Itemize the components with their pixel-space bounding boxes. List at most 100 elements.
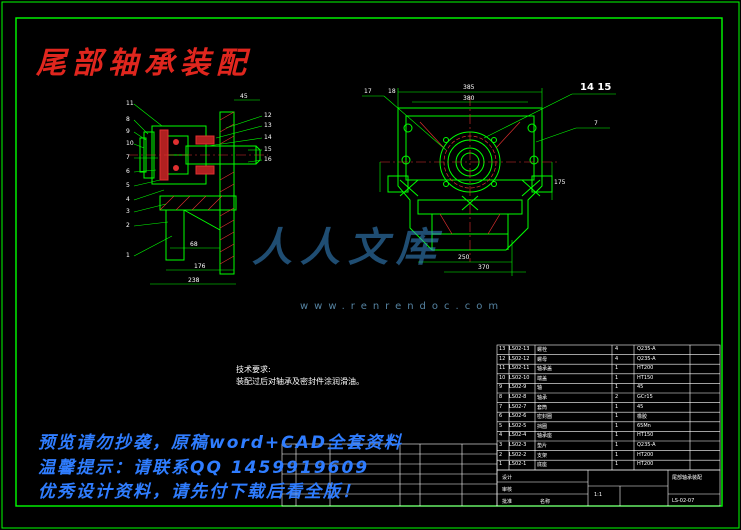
dimension-label: 385: [463, 84, 475, 91]
tb-title: 尾部轴承装配: [672, 475, 703, 481]
watermark-logo: 人人文库: [252, 224, 444, 271]
bom-cell-no: 9: [499, 384, 503, 391]
bom-cell-code: LS02-2: [509, 451, 527, 458]
bom-row: 9 LS02-9 轴 1 45: [497, 383, 720, 393]
dimension-label: 175: [554, 179, 566, 186]
dimension-label: 238: [188, 277, 200, 284]
bom-cell-no: 8: [499, 394, 503, 400]
part-label: 15: [264, 146, 272, 153]
bom-cell-name: 轴承: [537, 395, 548, 401]
notice-line-2: 温馨提示：请联系QQ 1459919609: [38, 458, 370, 478]
bom-cell-no: 11: [499, 365, 506, 372]
balloon-label: 7: [594, 120, 598, 127]
bom-cell-name: 密封圈: [537, 414, 553, 421]
bom-cell-code: LS02-7: [509, 403, 527, 410]
bom-cell-qty: 1: [615, 461, 619, 468]
bom-cell-name: 端盖: [537, 375, 548, 382]
part-label: 10: [126, 140, 134, 147]
bom-cell-qty: 1: [615, 365, 619, 372]
bom-cell-code: LS02-6: [509, 413, 527, 420]
bom-cell-no: 7: [499, 403, 503, 410]
part-label: 11: [126, 100, 134, 107]
bom-cell-no: 4: [499, 432, 503, 439]
bom-cell-material: HT200: [637, 451, 654, 458]
tb-drawing-number: LS-02-07: [672, 498, 695, 504]
bom-row: 1 LS02-1 底座 1 HT200: [497, 460, 720, 470]
part-label: 4: [126, 196, 130, 203]
bom-cell-material: HT200: [637, 365, 654, 372]
bom-cell-qty: 1: [615, 442, 619, 448]
dimension-label: 68: [190, 241, 198, 248]
part-label: 12: [264, 112, 272, 119]
bom-cell-code: LS02-4: [509, 432, 527, 439]
bom-cell-qty: 1: [615, 374, 619, 381]
tb-checker: 审核: [502, 487, 513, 493]
part-label: 16: [264, 156, 272, 163]
bom-cell-qty: 1: [615, 384, 619, 391]
bom-cell-name: 轴承座: [537, 433, 553, 440]
bom-cell-no: 6: [499, 413, 503, 420]
bom-cell-no: 1: [499, 461, 503, 468]
bom-cell-material: Q235-A: [637, 355, 656, 362]
bom-cell-no: 12: [499, 355, 506, 362]
bom-cell-qty: 1: [615, 432, 619, 439]
dimension-label: 176: [194, 263, 206, 270]
dimension-label: 45: [240, 93, 248, 100]
notice-line-1: 预览请勿抄袭，原稿word+CAD全套资料: [38, 433, 403, 453]
tb-approver: 批准: [502, 499, 513, 505]
part-label: 6: [126, 168, 130, 175]
dimension-label: 370: [478, 264, 490, 271]
bom-cell-material: 45: [637, 384, 644, 391]
bom-cell-qty: 1: [615, 403, 619, 410]
bom-cell-qty: 4: [615, 355, 619, 362]
bom-cell-code: LS02-9: [509, 384, 527, 391]
bom-cell-name: 螺母: [537, 356, 548, 363]
part-label: 9: [126, 128, 130, 135]
bom-cell-no: 13: [499, 346, 506, 352]
technical-requirements: 技术要求: 装配过后对轴承及密封件涂润滑油。: [236, 364, 364, 388]
bom-cell-material: 45: [637, 403, 644, 410]
tech-req-heading: 技术要求:: [236, 365, 271, 374]
bom-table-grid: [281, 344, 721, 507]
bom-cell-code: LS02-13: [509, 346, 530, 352]
part-label: 3: [126, 208, 130, 215]
bom-cell-no: 3: [499, 442, 503, 448]
balloon-label: 17: [364, 88, 372, 95]
bom-cell-name: 轴: [537, 385, 543, 392]
tb-name: 名称: [540, 499, 551, 505]
bom-cell-name: 套筒: [537, 404, 548, 411]
bom-cell-name: 螺栓: [537, 347, 548, 353]
left-view-labels: 11 8 9 10 7 6 5 4 3 2 1 12 13 14 15 16 4…: [126, 93, 272, 284]
bom-cell-name: 轴承盖: [537, 366, 553, 373]
bom-cell-qty: 2: [615, 394, 619, 400]
part-label: 14: [264, 134, 272, 141]
part-label: 8: [126, 116, 130, 123]
bom-cell-name: 垫片: [537, 443, 548, 449]
bom-cell-qty: 1: [615, 413, 619, 420]
tb-designer: 设计: [502, 475, 513, 481]
right-view-labels: 14 15 17 18 7 385 380 250 370 175: [364, 82, 611, 271]
bom-cell-name: 底座: [537, 462, 548, 469]
notice-line-3: 优秀设计资料，请先付下载后看全版！: [38, 482, 361, 502]
tech-req-line: 装配过后对轴承及密封件涂润滑油。: [236, 377, 364, 386]
bom-cell-material: HT200: [637, 461, 654, 468]
bom-cell-material: GCr15: [637, 394, 653, 400]
part-label: 2: [126, 222, 130, 229]
bom-cell-qty: 1: [615, 422, 619, 429]
bom-cell-name: 支架: [537, 452, 548, 459]
part-label: 13: [264, 122, 272, 129]
bom-cell-material: HT150: [637, 374, 654, 381]
watermark-url: www.renrendoc.com: [300, 301, 505, 312]
bom-cell-code: LS02-1: [509, 461, 527, 468]
bom-cell-name: 挡圈: [537, 423, 548, 430]
balloon-label: 18: [388, 88, 396, 95]
